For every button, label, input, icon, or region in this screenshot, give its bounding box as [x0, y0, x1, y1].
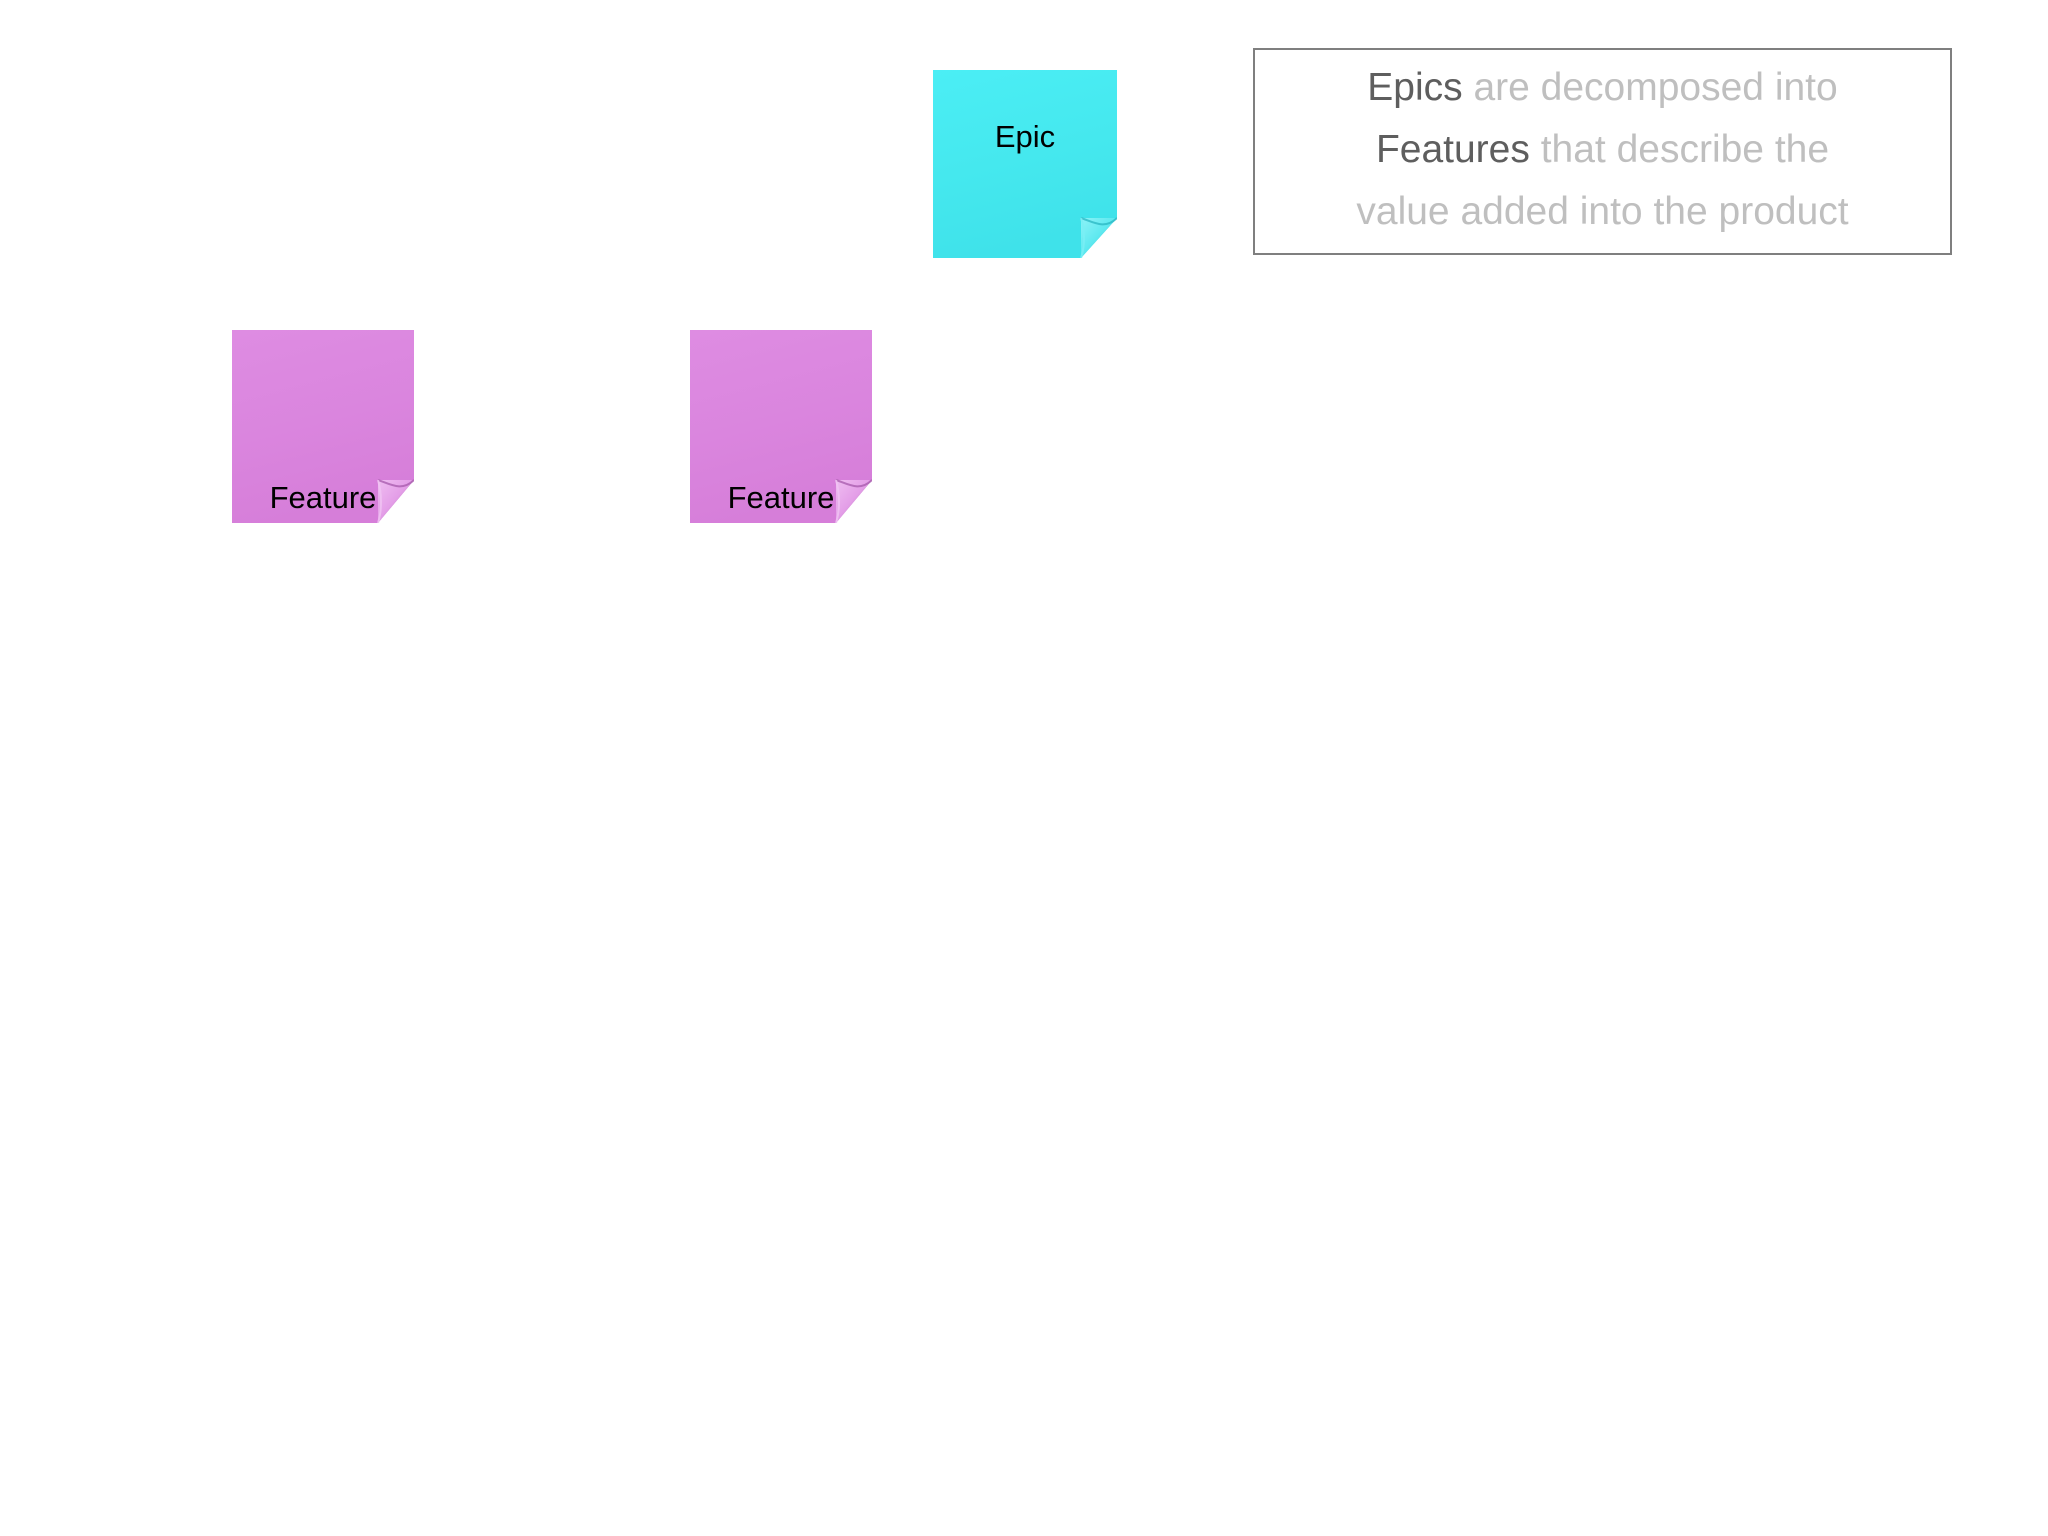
- callout-line-2: Features that describe the: [1376, 119, 1829, 181]
- sticky-note-epic-label: Epic: [994, 119, 1056, 154]
- sticky-note-feature-2-label: Feature: [727, 480, 835, 515]
- callout-text-2: that describe the: [1529, 127, 1830, 171]
- callout-emphasis-epics: Epics: [1367, 65, 1463, 109]
- sticky-note-feature-1[interactable]: Feature: [232, 330, 414, 523]
- callout-line-3: value added into the product: [1356, 181, 1848, 243]
- sticky-note-shape: [690, 330, 872, 523]
- sticky-note-feature-1-label: Feature: [269, 480, 377, 515]
- callout-emphasis-features: Features: [1375, 127, 1530, 171]
- sticky-note-epic[interactable]: Epic: [933, 70, 1117, 258]
- callout-text-3: value added into the product: [1356, 189, 1849, 233]
- sticky-note-shape: [232, 330, 414, 523]
- sticky-note-shape: [933, 70, 1117, 258]
- sticky-note-feature-2[interactable]: Feature: [690, 330, 872, 523]
- explanation-callout: Epics are decomposed into Features that …: [1253, 48, 1952, 255]
- callout-line-1: Epics are decomposed into: [1367, 57, 1837, 119]
- callout-text-1: are decomposed into: [1462, 65, 1838, 109]
